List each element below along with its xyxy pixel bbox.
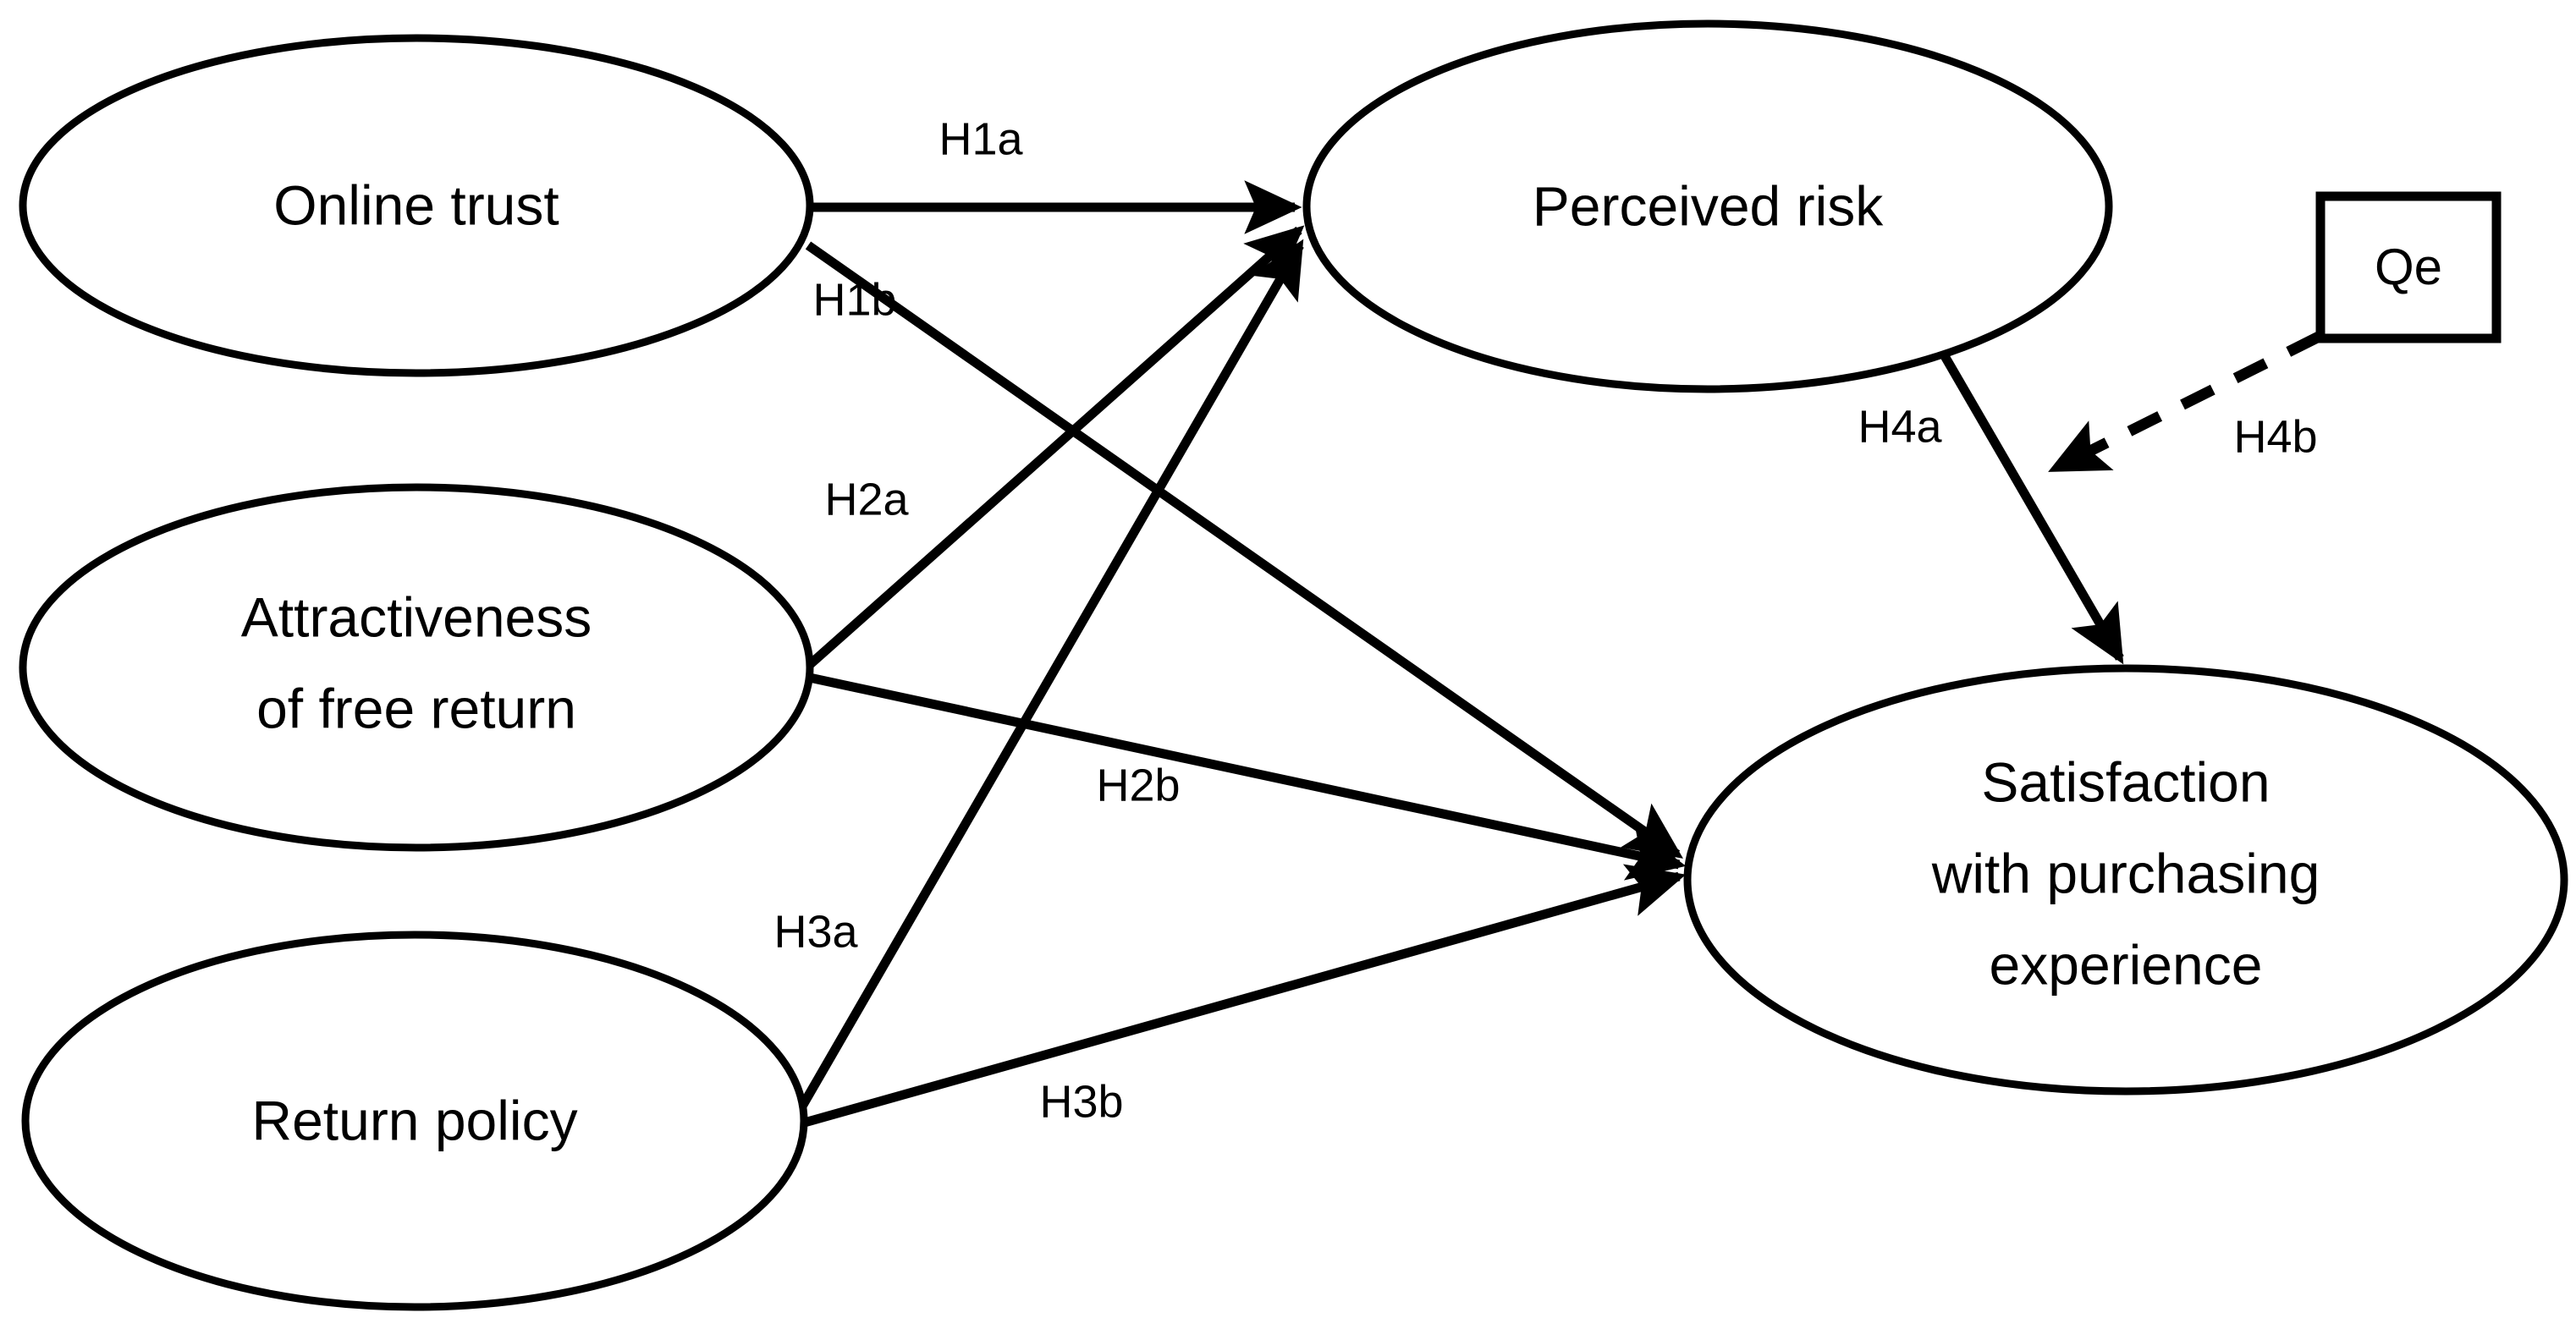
edge-h1a: H1a [795, 113, 1302, 234]
edge-h4a: H4a [1858, 348, 2124, 665]
edge-h2a-label: H2a [824, 474, 909, 524]
edge-h2b-line [804, 672, 1687, 881]
online-trust-ellipse[interactable] [19, 34, 814, 377]
edge-h1b-line [805, 241, 1683, 859]
return-policy-label: Return policy [251, 1089, 577, 1151]
qe-label: Qe [2375, 239, 2442, 295]
perceived-risk-label: Perceived risk [1533, 174, 1884, 237]
node-online-trust[interactable]: Online trust [19, 34, 814, 377]
return-policy-ellipse[interactable] [21, 931, 808, 1311]
edge-h2b-label: H2b [1096, 760, 1180, 810]
node-satisfaction-with-purchasing-experience[interactable]: Satisfaction with purchasing experience [1683, 664, 2568, 1096]
node-perceived-risk[interactable]: Perceived risk [1302, 19, 2113, 393]
edge-h1a-label: H1a [938, 113, 1023, 164]
edge-h3a: H3a [773, 239, 1304, 1123]
satisfaction-label-line-2: with purchasing [1931, 842, 2320, 904]
edge-h4b-label: H4b [2233, 411, 2317, 462]
edge-h2a: H2a [802, 225, 1305, 673]
edge-h4b-line [2048, 332, 2321, 474]
edge-h3b: H3b [794, 864, 1687, 1130]
edge-h4b: H4b [2048, 332, 2321, 474]
node-return-policy[interactable]: Return policy [21, 931, 808, 1311]
edge-h1b: H1b [805, 241, 1683, 859]
perceived-risk-ellipse[interactable] [1302, 19, 2113, 393]
satisfaction-ellipse[interactable] [1683, 664, 2568, 1096]
edge-h4a-line [1937, 348, 2124, 665]
edge-h3a-label: H3a [773, 906, 858, 957]
node-attractiveness-of-free-return[interactable]: Attractiveness of free return [19, 483, 814, 852]
edge-h2a-line [802, 225, 1305, 673]
online-trust-label: Online trust [273, 173, 559, 236]
satisfaction-label-line-1: Satisfaction [1981, 750, 2270, 813]
node-qe-moderator[interactable]: Qe [2315, 191, 2502, 343]
edge-h1b-label: H1b [812, 274, 896, 325]
satisfaction-label-line-3: experience [1990, 933, 2263, 996]
qe-rectangle[interactable] [2315, 191, 2502, 343]
attractiveness-ellipse[interactable] [19, 483, 814, 852]
edge-h4a-label: H4a [1858, 401, 1942, 452]
attractiveness-label-line-1: Attractiveness [241, 585, 592, 648]
attractiveness-label-line-2: of free return [256, 677, 576, 739]
edge-h3a-line [790, 239, 1304, 1123]
edge-h2b: H2b [804, 672, 1687, 881]
edge-h3b-label: H3b [1039, 1076, 1123, 1127]
edge-h3b-line [794, 864, 1687, 1130]
